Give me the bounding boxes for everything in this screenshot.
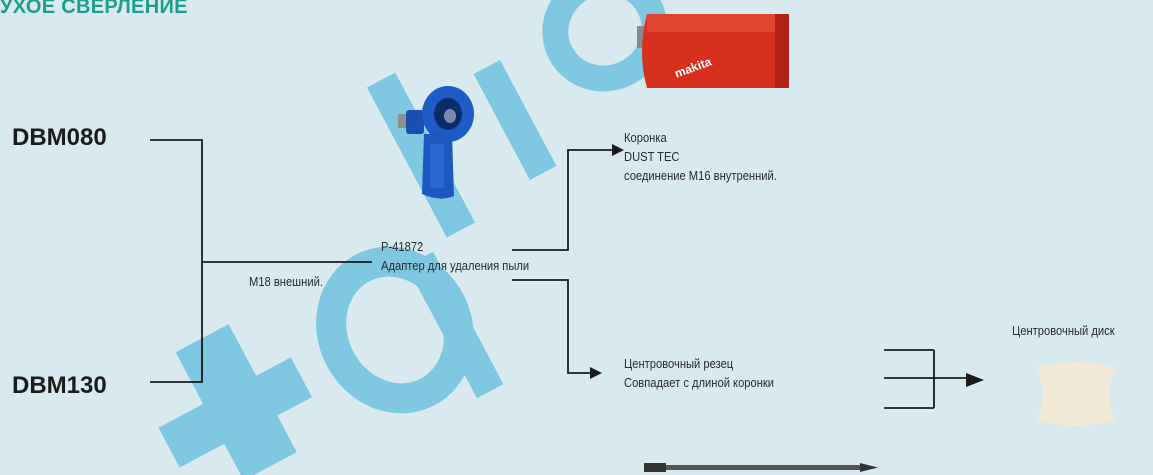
dust-adapter-image [398, 86, 474, 199]
adapter-code: P-41872 [381, 239, 424, 254]
core-bit-crown-image: makita [637, 14, 789, 88]
arrow-center-cutter [590, 367, 602, 379]
center-cutter-line1: Центровочный резец [624, 356, 734, 371]
page-title: УХОЕ СВЕРЛЕНИЕ [0, 0, 188, 18]
adapter-info: P-41872 Адаптер для удаления пыли [381, 237, 529, 275]
arrow-crown [612, 144, 624, 156]
crown-line1: Коронка [624, 130, 667, 145]
center-cutter-drill-image [644, 463, 878, 472]
connection-label: M18 внешний. [249, 274, 323, 289]
model-dbm130: DBM130 [12, 372, 107, 399]
center-cutter-info: Центровочный резец Совпадает с длиной ко… [624, 354, 774, 392]
arrow-center-disk [966, 373, 984, 387]
center-disk-label: Центровочный диск [1012, 323, 1115, 338]
center-disk-image [1036, 362, 1116, 426]
adapter-description: Адаптер для удаления пыли [381, 258, 530, 273]
crown-line2: DUST TEC [624, 149, 680, 164]
center-cutter-line2: Совпадает с длиной коронки [624, 375, 775, 390]
model-dbm080: DBM080 [12, 124, 107, 151]
crown-line3: соединение M16 внутренний. [624, 168, 777, 183]
crown-info: Коронка DUST TEC соединение M16 внутренн… [624, 128, 777, 185]
